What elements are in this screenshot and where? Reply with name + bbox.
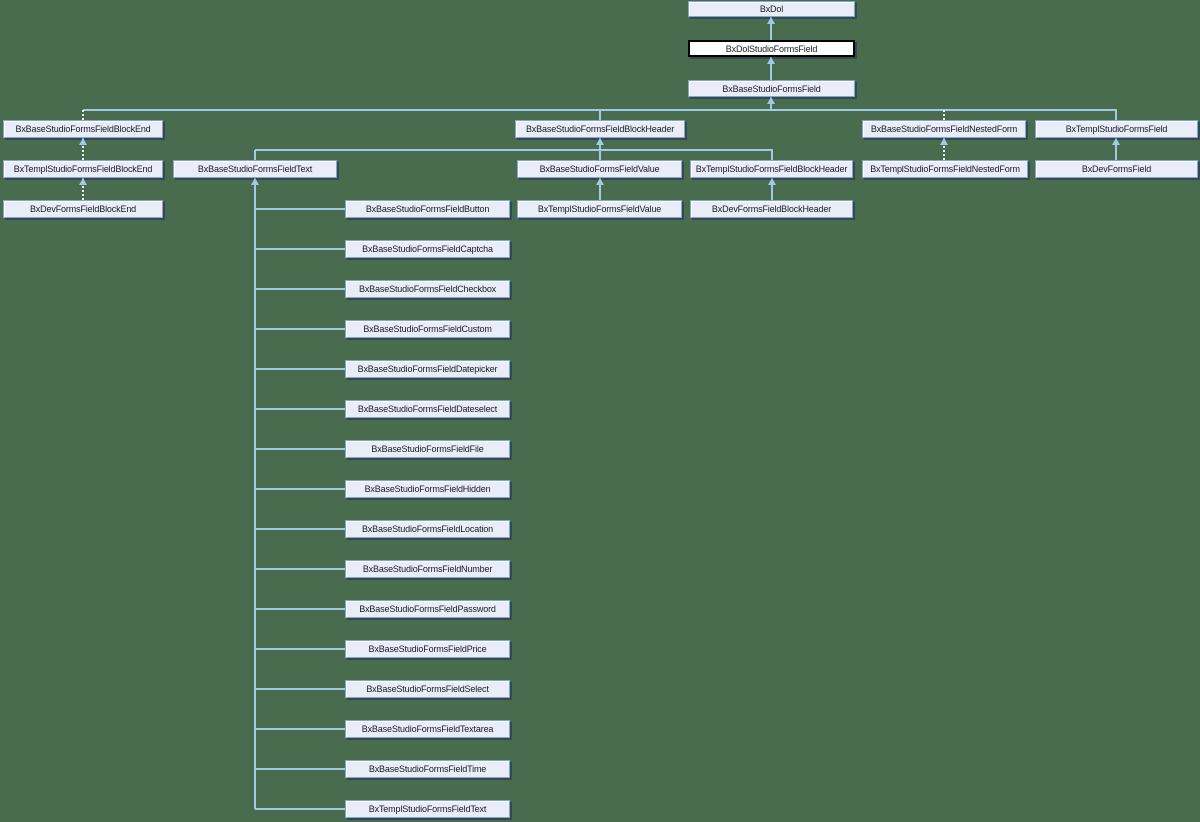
arrowhead-up-icon [596, 178, 604, 185]
inheritance-edge [255, 149, 773, 151]
class-node-BxBaseStudioFormsFieldHidden[interactable]: BxBaseStudioFormsFieldHidden [345, 480, 510, 498]
class-node-BxTemplStudioFormsFieldBlockEnd[interactable]: BxTemplStudioFormsFieldBlockEnd [3, 160, 163, 178]
arrowhead-up-icon [767, 17, 775, 24]
inheritance-edge [1115, 138, 1117, 160]
inheritance-edge [255, 368, 345, 370]
class-node-BxBaseStudioFormsFieldDateselect[interactable]: BxBaseStudioFormsFieldDateselect [345, 400, 510, 418]
class-node-BxBaseStudioFormsFieldBlockEnd[interactable]: BxBaseStudioFormsFieldBlockEnd [3, 120, 163, 138]
inheritance-edge [255, 768, 345, 770]
class-node-BxTemplStudioFormsFieldNestedForm[interactable]: BxTemplStudioFormsFieldNestedForm [862, 160, 1028, 178]
class-node-BxDevFormsField[interactable]: BxDevFormsField [1035, 160, 1198, 178]
inheritance-edge [255, 528, 345, 530]
class-node-BxBaseStudioFormsField[interactable]: BxBaseStudioFormsField [688, 80, 855, 97]
inheritance-edge [254, 178, 256, 809]
arrowhead-up-icon [1112, 138, 1120, 145]
inheritance-edge [255, 808, 345, 810]
class-node-BxBaseStudioFormsFieldNestedForm[interactable]: BxBaseStudioFormsFieldNestedForm [862, 120, 1026, 138]
inheritance-edge-dashed [82, 178, 84, 200]
class-node-BxBaseStudioFormsFieldTextarea[interactable]: BxBaseStudioFormsFieldTextarea [345, 720, 510, 738]
class-node-BxTemplStudioFormsFieldValue[interactable]: BxTemplStudioFormsFieldValue [517, 200, 682, 218]
inheritance-edge [599, 110, 601, 120]
class-node-BxTemplStudioFormsField[interactable]: BxTemplStudioFormsField [1035, 120, 1198, 138]
inheritance-edge [255, 688, 345, 690]
class-node-BxBaseStudioFormsFieldNumber[interactable]: BxBaseStudioFormsFieldNumber [345, 560, 510, 578]
class-node-BxBaseStudioFormsFieldLocation[interactable]: BxBaseStudioFormsFieldLocation [345, 520, 510, 538]
inheritance-edge [255, 248, 345, 250]
class-node-BxBaseStudioFormsFieldPassword[interactable]: BxBaseStudioFormsFieldPassword [345, 600, 510, 618]
class-node-BxBaseStudioFormsFieldTime[interactable]: BxBaseStudioFormsFieldTime [345, 760, 510, 778]
inheritance-edge [255, 408, 345, 410]
class-node-BxBaseStudioFormsFieldCustom[interactable]: BxBaseStudioFormsFieldCustom [345, 320, 510, 338]
class-node-BxBaseStudioFormsFieldCaptcha[interactable]: BxBaseStudioFormsFieldCaptcha [345, 240, 510, 258]
inheritance-edge [255, 328, 345, 330]
inheritance-edge-dashed [943, 138, 945, 160]
inheritance-edge [255, 288, 345, 290]
arrowhead-up-icon [767, 57, 775, 64]
arrowhead-up-icon [596, 138, 604, 145]
arrowhead-up-icon [79, 138, 87, 145]
inheritance-edge-dashed [82, 110, 84, 120]
class-node-BxBaseStudioFormsFieldPrice[interactable]: BxBaseStudioFormsFieldPrice [345, 640, 510, 658]
class-node-BxDol[interactable]: BxDol [688, 1, 855, 17]
inheritance-edge [770, 57, 772, 80]
inheritance-edge-dashed [943, 110, 945, 120]
class-node-BxBaseStudioFormsFieldCheckbox[interactable]: BxBaseStudioFormsFieldCheckbox [345, 280, 510, 298]
arrowhead-up-icon [251, 178, 259, 185]
class-node-BxBaseStudioFormsFieldBlockHeader[interactable]: BxBaseStudioFormsFieldBlockHeader [515, 120, 685, 138]
class-node-BxBaseStudioFormsFieldText[interactable]: BxBaseStudioFormsFieldText [173, 160, 337, 178]
inheritance-edge [1115, 110, 1117, 120]
arrowhead-up-icon [768, 178, 776, 185]
inheritance-edge [255, 648, 345, 650]
arrowhead-up-icon [79, 178, 87, 185]
inheritance-edge [771, 150, 773, 160]
inheritance-edge [255, 208, 345, 210]
inheritance-edge [255, 728, 345, 730]
class-node-BxDolStudioFormsField: BxDolStudioFormsField [688, 40, 855, 57]
class-node-BxBaseStudioFormsFieldDatepicker[interactable]: BxBaseStudioFormsFieldDatepicker [345, 360, 510, 378]
class-node-BxTemplStudioFormsFieldText[interactable]: BxTemplStudioFormsFieldText [345, 800, 510, 818]
arrowhead-up-icon [940, 138, 948, 145]
inheritance-edge [770, 17, 772, 40]
class-node-BxTemplStudioFormsFieldBlockHeader[interactable]: BxTemplStudioFormsFieldBlockHeader [690, 160, 853, 178]
arrowhead-up-icon [767, 97, 775, 104]
class-node-BxDevFormsFieldBlockEnd[interactable]: BxDevFormsFieldBlockEnd [3, 200, 163, 218]
inheritance-edge [255, 488, 345, 490]
class-node-BxBaseStudioFormsFieldValue[interactable]: BxBaseStudioFormsFieldValue [517, 160, 682, 178]
inheritance-edge-dashed [82, 138, 84, 160]
class-node-BxBaseStudioFormsFieldSelect[interactable]: BxBaseStudioFormsFieldSelect [345, 680, 510, 698]
inheritance-edge [255, 568, 345, 570]
inheritance-edge [255, 448, 345, 450]
class-node-BxBaseStudioFormsFieldFile[interactable]: BxBaseStudioFormsFieldFile [345, 440, 510, 458]
class-node-BxBaseStudioFormsFieldButton[interactable]: BxBaseStudioFormsFieldButton [345, 200, 510, 218]
inheritance-edge [254, 150, 256, 160]
class-node-BxDevFormsFieldBlockHeader[interactable]: BxDevFormsFieldBlockHeader [690, 200, 853, 218]
inheritance-edge [599, 178, 601, 200]
inheritance-edge [255, 608, 345, 610]
inheritance-edge [771, 178, 773, 200]
